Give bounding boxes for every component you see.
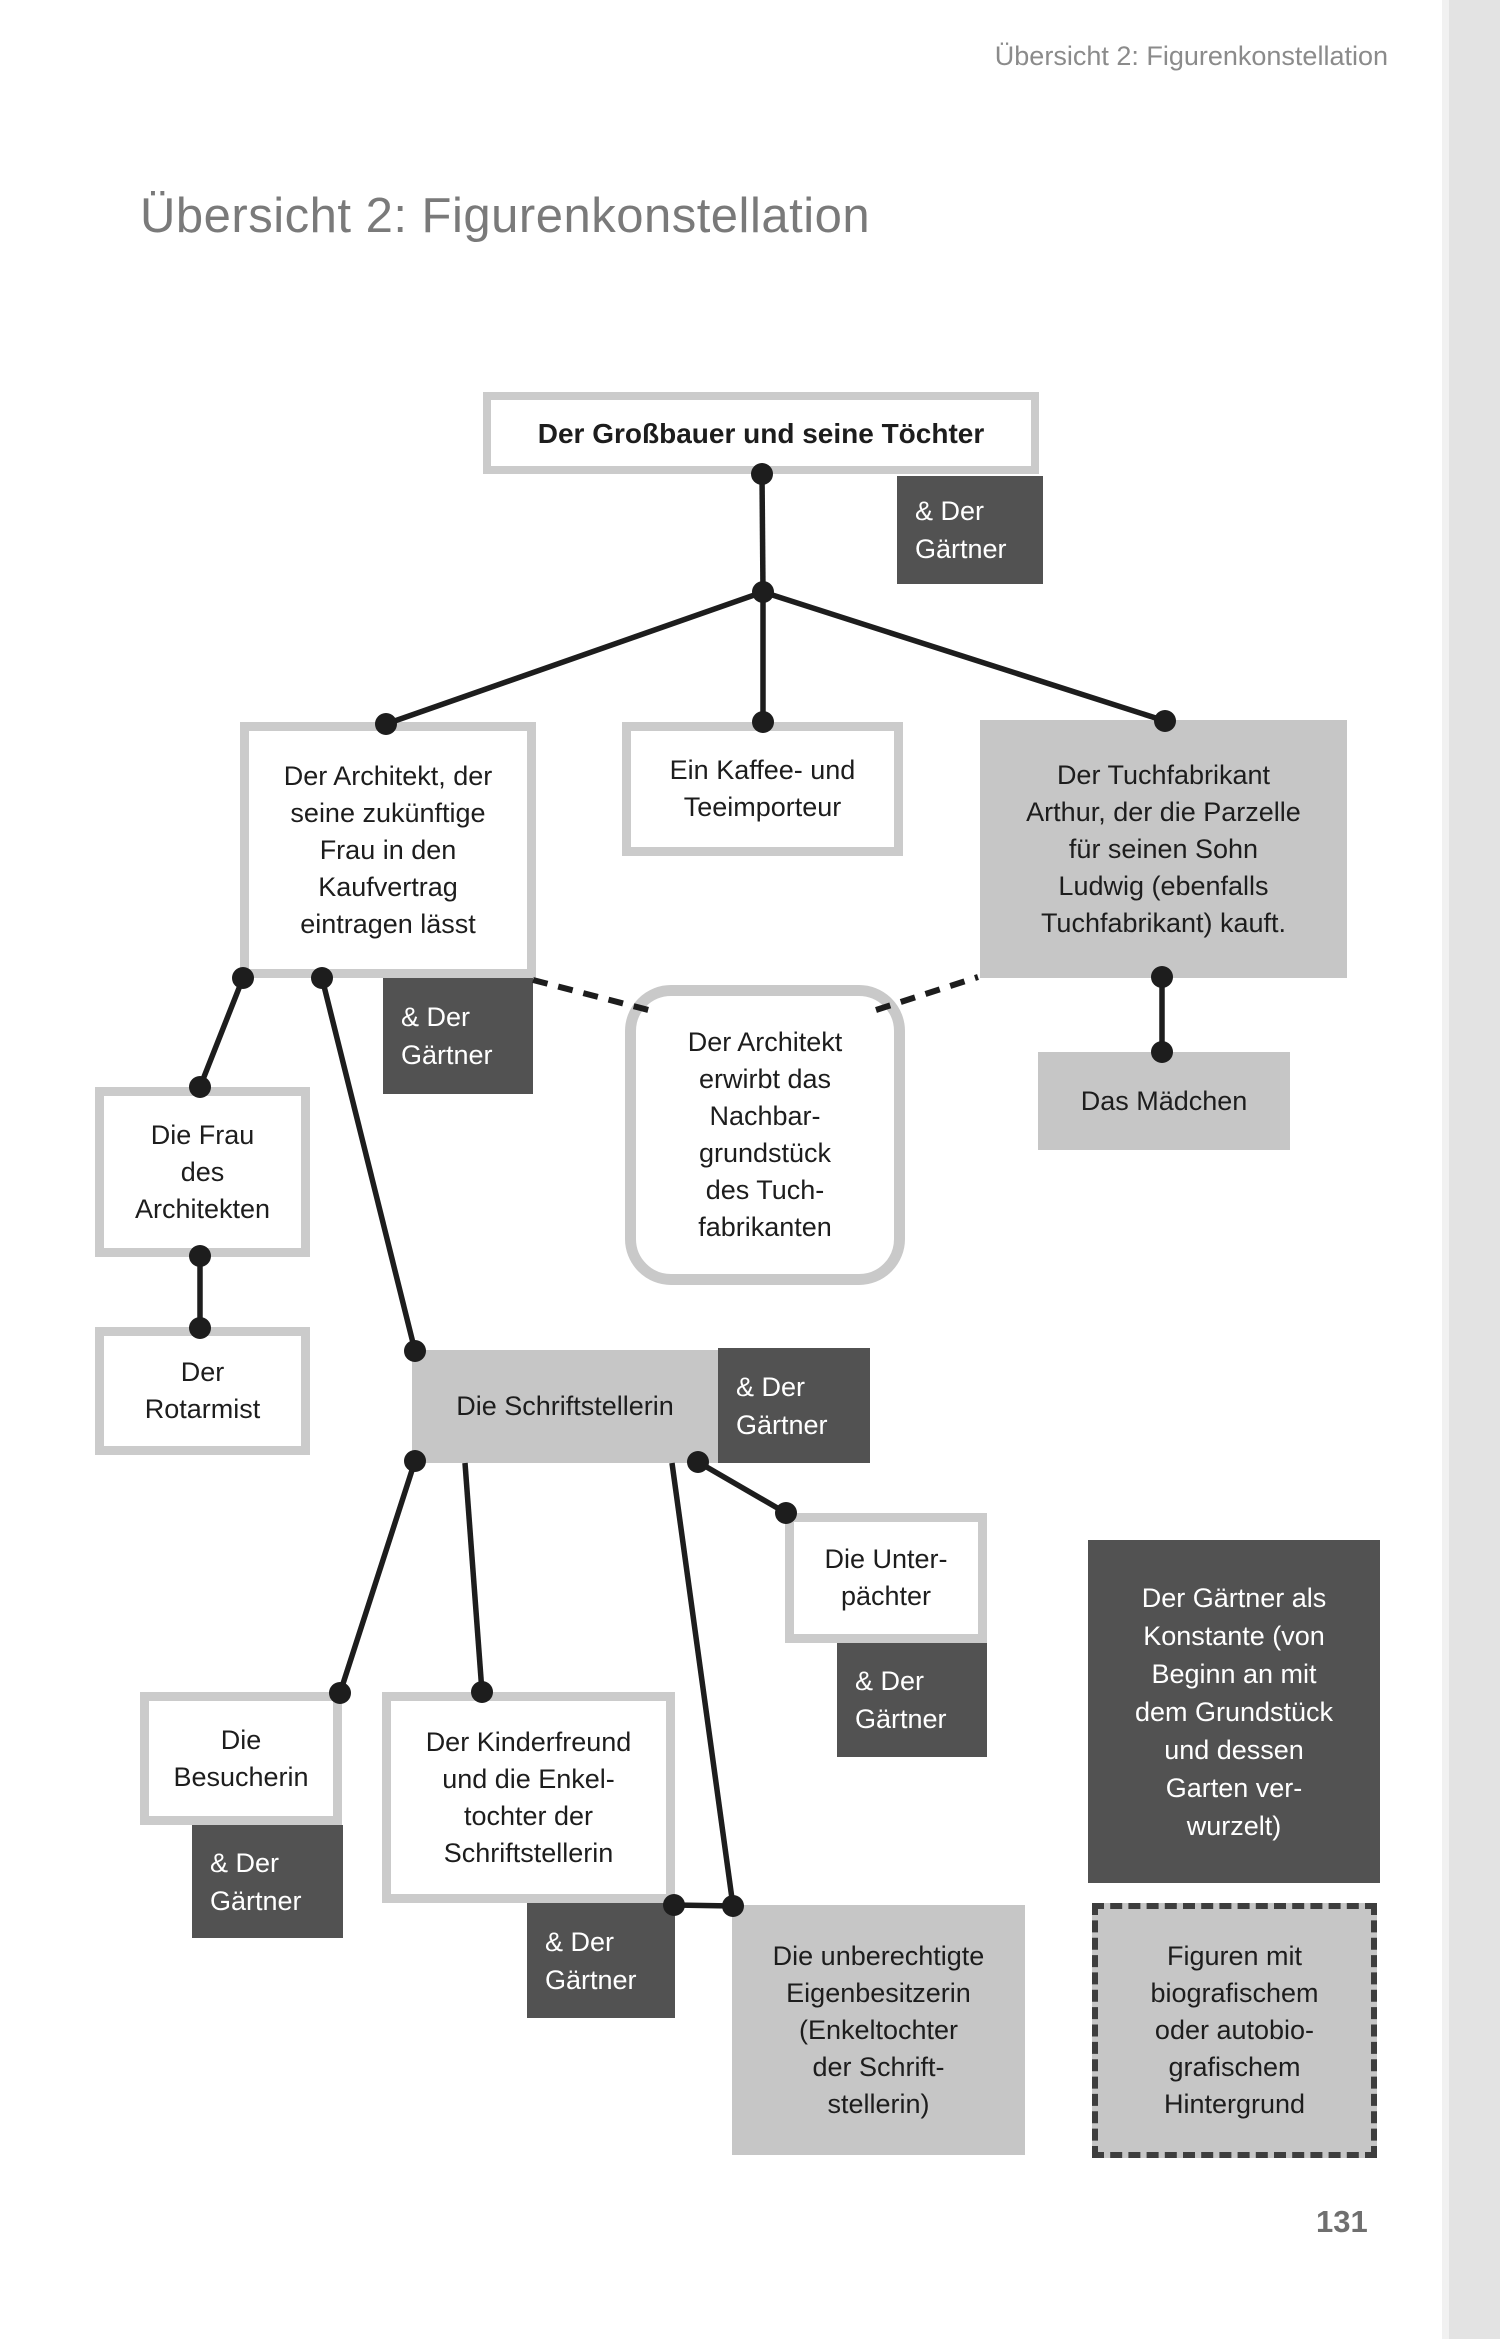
running-header: Übersicht 2: Figurenkonstellation [994,41,1388,71]
node-maedchen: Das Mädchen [1038,1052,1290,1150]
node-besucherin: Die Besucherin [140,1692,342,1825]
node-importeur: Ein Kaffee- und Teeimporteur [622,722,903,856]
page-edge-band [1449,0,1500,2339]
node-unterpaechter: Die Unter- pächter [785,1513,987,1643]
node-grossbauer: Der Großbauer und seine Töchter [483,392,1039,474]
node-gaertner-unterpaechter: & Der Gärtner [837,1643,987,1757]
node-gaertner-konstante: Der Gärtner als Konstante (von Beginn an… [1088,1540,1380,1883]
node-schriftstellerin: Die Schriftstellerin [412,1350,718,1463]
page-number: 131 [1316,2204,1368,2239]
node-architekt: Der Architekt, der seine zukünftige Frau… [240,722,536,978]
node-rotarmist: Der Rotarmist [95,1327,310,1455]
node-frau-architekt: Die Frau des Architekten [95,1087,310,1257]
node-tuchfabrikant: Der Tuchfabrikant Arthur, der die Parzel… [980,720,1347,978]
node-gaertner-schriftstellerin: & Der Gärtner [718,1348,870,1463]
page-edge-highlight [1442,0,1449,2339]
node-nachbargrundstueck: Der Architekt erwirbt das Nachbar- grund… [625,985,905,1285]
node-eigenbesitzerin: Die unberechtigte Eigenbesitzerin (Enkel… [732,1905,1025,2155]
node-gaertner-besucherin: & Der Gärtner [192,1825,343,1938]
page-title: Übersicht 2: Figurenkonstellation [140,189,871,243]
node-kinderfreund: Der Kinderfreund und die Enkel- tochter … [382,1692,675,1903]
node-gaertner-architekt: & Der Gärtner [383,978,533,1094]
node-gaertner-kinderfreund: & Der Gärtner [527,1903,675,2018]
node-figuren-legende: Figuren mit biografischem oder autobio- … [1092,1903,1377,2158]
node-gaertner-top: & Der Gärtner [897,476,1043,584]
